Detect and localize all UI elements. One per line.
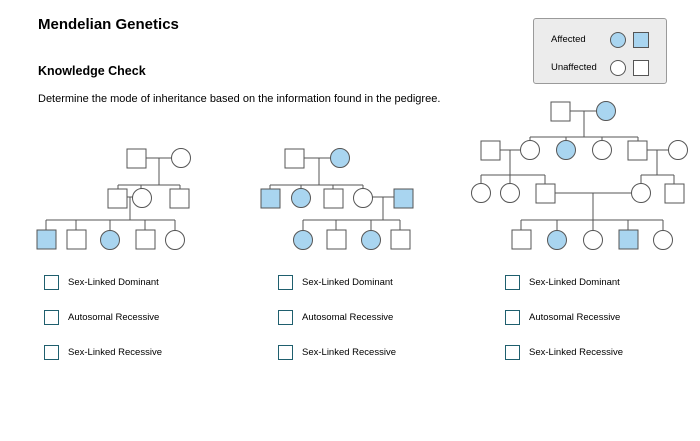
p3-gen1-male bbox=[550, 101, 571, 122]
q3-checkbox-2[interactable] bbox=[505, 310, 520, 325]
q1-option-label-3: Sex-Linked Recessive bbox=[68, 347, 162, 358]
legend-affected-label: Affected bbox=[551, 34, 586, 45]
p2-gen2-female-affected bbox=[291, 188, 311, 208]
q1-option-label-1: Sex-Linked Dominant bbox=[68, 277, 159, 288]
p3-gen3-female bbox=[471, 183, 491, 203]
p3-gen2-male-spouse bbox=[480, 140, 501, 161]
q2-option-label-3: Sex-Linked Recessive bbox=[302, 347, 396, 358]
p2-gen3-male bbox=[326, 229, 347, 250]
p1-gen3-male bbox=[66, 229, 87, 250]
p1-gen3-female-affected bbox=[100, 230, 120, 250]
p3-gen4-female bbox=[653, 230, 673, 250]
affected-male-icon bbox=[633, 32, 649, 48]
q3-option-sex-linked-dominant[interactable]: Sex-Linked Dominant bbox=[505, 275, 620, 290]
p2-gen1-male bbox=[284, 148, 305, 169]
q3-checkbox-1[interactable] bbox=[505, 275, 520, 290]
p3-gen4-male bbox=[511, 229, 532, 250]
p2-gen2-female bbox=[353, 188, 373, 208]
q2-option-sex-linked-dominant[interactable]: Sex-Linked Dominant bbox=[278, 275, 393, 290]
q1-checkbox-1[interactable] bbox=[44, 275, 59, 290]
legend-unaffected-label: Unaffected bbox=[551, 62, 597, 73]
p3-gen3-female bbox=[500, 183, 520, 203]
section-subtitle: Knowledge Check bbox=[38, 64, 146, 78]
p3-gen2-male bbox=[627, 140, 648, 161]
p1-gen3-female bbox=[165, 230, 185, 250]
p2-gen2-male-spouse-affected bbox=[393, 188, 414, 209]
p3-gen3-female bbox=[631, 183, 651, 203]
p2-gen3-female-affected bbox=[361, 230, 381, 250]
p1-gen1-male bbox=[126, 148, 147, 169]
q1-option-sex-linked-dominant[interactable]: Sex-Linked Dominant bbox=[44, 275, 159, 290]
q3-option-autosomal-recessive[interactable]: Autosomal Recessive bbox=[505, 310, 620, 325]
p2-gen2-male-affected bbox=[260, 188, 281, 209]
q2-checkbox-3[interactable] bbox=[278, 345, 293, 360]
p2-gen2-male bbox=[323, 188, 344, 209]
unaffected-female-icon bbox=[610, 60, 626, 76]
p3-gen2-female bbox=[520, 140, 540, 160]
unaffected-male-icon bbox=[633, 60, 649, 76]
p3-gen3-male bbox=[535, 183, 556, 204]
p1-gen3-male-affected bbox=[36, 229, 57, 250]
instruction-text: Determine the mode of inheritance based … bbox=[38, 93, 441, 105]
q3-option-label-3: Sex-Linked Recessive bbox=[529, 347, 623, 358]
q2-option-sex-linked-recessive[interactable]: Sex-Linked Recessive bbox=[278, 345, 396, 360]
p2-gen3-male bbox=[390, 229, 411, 250]
q1-option-label-2: Autosomal Recessive bbox=[68, 312, 160, 323]
p1-gen1-female bbox=[171, 148, 191, 168]
p3-gen2-female-spouse bbox=[668, 140, 688, 160]
q3-option-label-1: Sex-Linked Dominant bbox=[529, 277, 620, 288]
q2-checkbox-1[interactable] bbox=[278, 275, 293, 290]
p3-gen4-female-affected bbox=[547, 230, 567, 250]
p3-gen2-female-affected bbox=[556, 140, 576, 160]
p3-gen4-female bbox=[583, 230, 603, 250]
p2-gen1-female-affected bbox=[330, 148, 350, 168]
p3-gen3-male bbox=[664, 183, 685, 204]
p2-gen3-female-affected bbox=[293, 230, 313, 250]
p1-gen2-female bbox=[132, 188, 152, 208]
page-title: Mendelian Genetics bbox=[38, 16, 179, 33]
p3-gen2-female bbox=[592, 140, 612, 160]
p3-gen4-male-affected bbox=[618, 229, 639, 250]
p1-gen3-male bbox=[135, 229, 156, 250]
affected-female-icon bbox=[610, 32, 626, 48]
q2-checkbox-2[interactable] bbox=[278, 310, 293, 325]
p1-gen2-male bbox=[169, 188, 190, 209]
p1-gen2-male-spouse bbox=[107, 188, 128, 209]
p3-gen1-female-affected bbox=[596, 101, 616, 121]
q1-option-autosomal-recessive[interactable]: Autosomal Recessive bbox=[44, 310, 159, 325]
q1-checkbox-2[interactable] bbox=[44, 310, 59, 325]
q2-option-label-2: Autosomal Recessive bbox=[302, 312, 394, 323]
q3-option-label-2: Autosomal Recessive bbox=[529, 312, 621, 323]
q2-option-autosomal-recessive[interactable]: Autosomal Recessive bbox=[278, 310, 393, 325]
legend-box: Affected Unaffected bbox=[533, 18, 667, 84]
q3-option-sex-linked-recessive[interactable]: Sex-Linked Recessive bbox=[505, 345, 623, 360]
q1-option-sex-linked-recessive[interactable]: Sex-Linked Recessive bbox=[44, 345, 162, 360]
q2-option-label-1: Sex-Linked Dominant bbox=[302, 277, 393, 288]
q1-checkbox-3[interactable] bbox=[44, 345, 59, 360]
q3-checkbox-3[interactable] bbox=[505, 345, 520, 360]
